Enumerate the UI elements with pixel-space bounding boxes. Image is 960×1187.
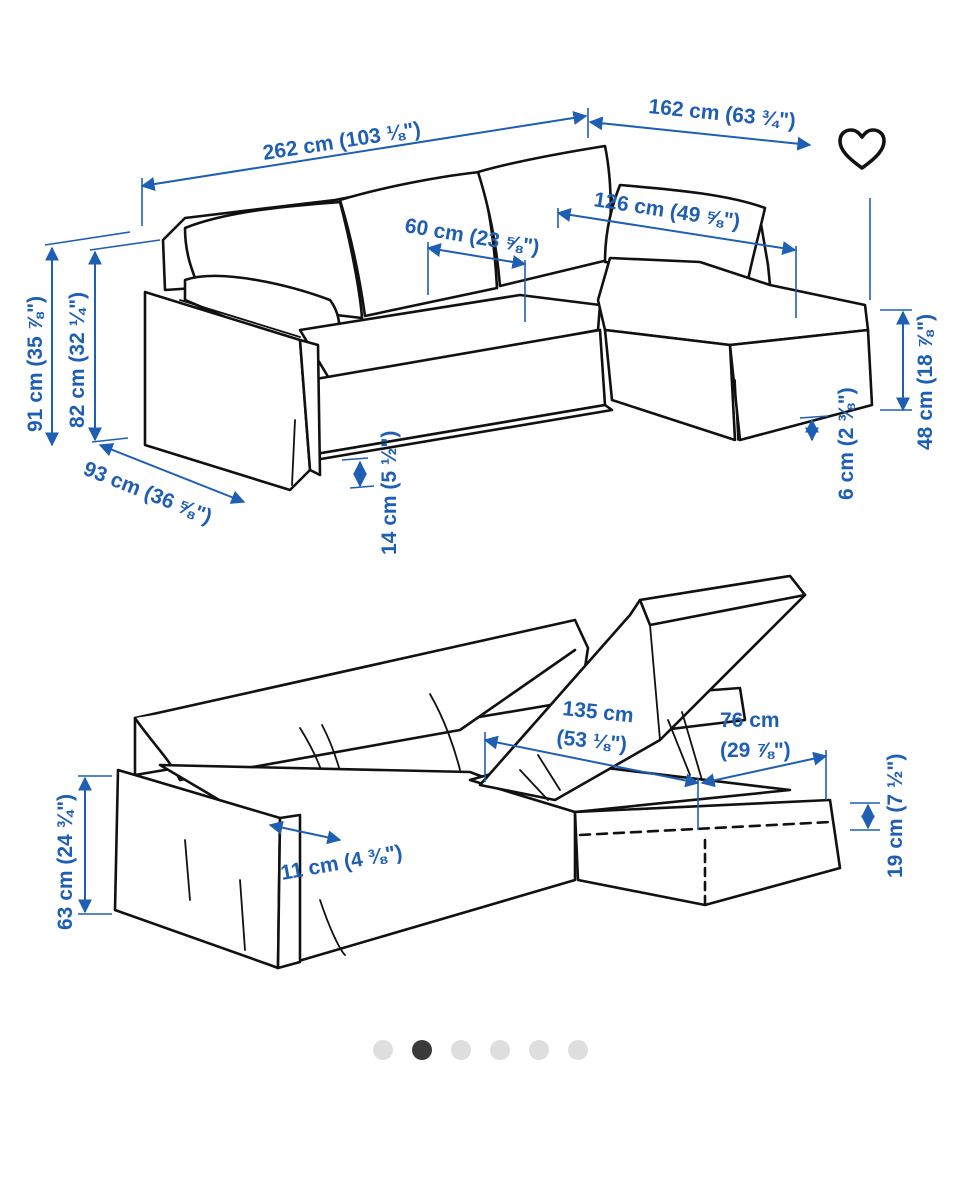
carousel-dot-3[interactable] xyxy=(450,1040,471,1060)
depth-label: 93 cm (36 ⅝") xyxy=(80,457,215,528)
carousel-pagination xyxy=(0,1040,960,1062)
height-back-label: 82 cm (32 ¼") xyxy=(66,292,89,428)
carousel-dot-1[interactable] xyxy=(372,1040,393,1060)
storage-height-label: 19 cm (7 ½") xyxy=(884,754,907,878)
leg-height-front-label: 14 cm (5 ½") xyxy=(378,431,401,555)
chaise-width-label: 162 cm (63 ¾") xyxy=(647,95,796,133)
bottom-sofa-drawing xyxy=(113,574,842,970)
total-width-label: 262 cm (103 ⅛") xyxy=(261,118,422,165)
carousel-dot-5[interactable] xyxy=(528,1040,549,1060)
favorite-button[interactable] xyxy=(836,124,888,176)
heart-outline-icon xyxy=(838,128,886,170)
seat-height-label: 48 cm (18 ⅞") xyxy=(914,314,937,450)
top-sofa-drawing xyxy=(143,144,874,492)
armrest-height-label: 63 cm (24 ¾") xyxy=(54,794,77,930)
leg-height-chaise-label: 6 cm (2 ⅜") xyxy=(835,387,858,500)
carousel-dot-2[interactable] xyxy=(411,1040,432,1060)
storage-depth-label-line2: (29 ⅞") xyxy=(720,739,791,762)
storage-depth-label-line1: 76 cm xyxy=(720,709,780,732)
top-dimension-lines xyxy=(44,108,912,504)
height-total-label: 91 cm (35 ⅞") xyxy=(24,296,47,432)
carousel-dot-6[interactable] xyxy=(567,1040,588,1060)
carousel-dot-4[interactable] xyxy=(489,1040,510,1060)
bottom-dimension-lines xyxy=(78,732,880,915)
